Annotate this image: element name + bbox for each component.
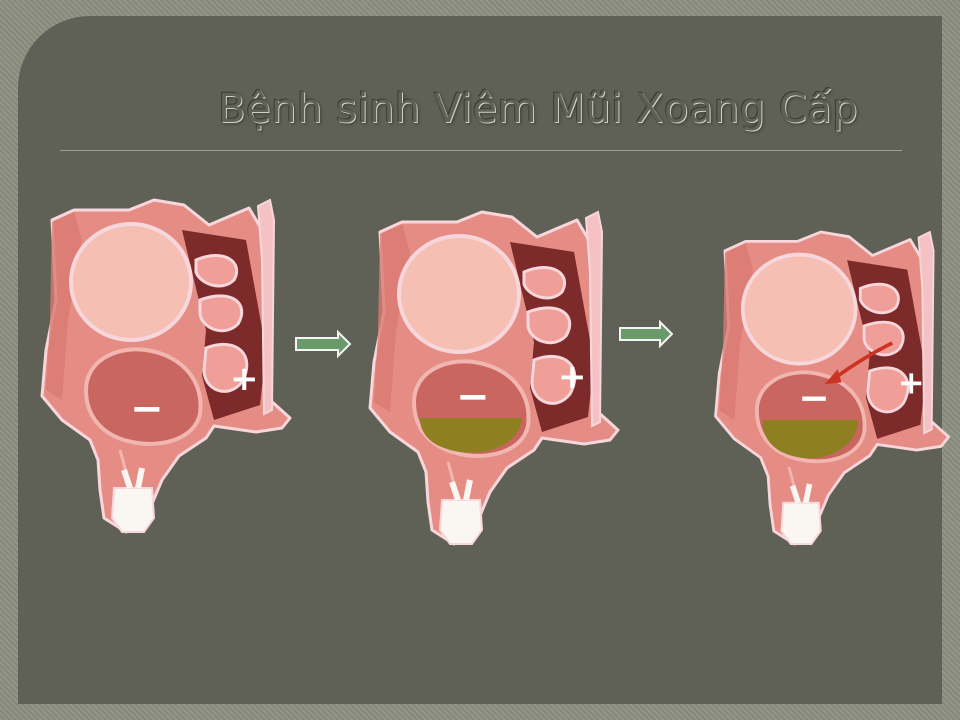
positive-pressure-sign: +	[558, 357, 587, 397]
transition-arrow-1	[295, 329, 352, 359]
sinus-fluid-level	[420, 418, 522, 453]
drainage-arrow-head	[824, 369, 842, 385]
positive-pressure-sign: +	[230, 359, 259, 399]
positive-pressure-sign: +	[898, 364, 925, 402]
transition-arrow-2	[619, 319, 674, 349]
sinus-cutaway-drainage: + −	[716, 232, 949, 544]
sinus-cutaway-fluid: + −	[370, 212, 618, 544]
slide-title: Bệnh sinh Viêm Mũi Xoang Cấp	[218, 86, 859, 132]
negative-pressure-sign: −	[456, 374, 490, 420]
sinus-fluid-level	[762, 420, 859, 459]
negative-pressure-sign: −	[130, 386, 164, 432]
negative-pressure-sign: −	[798, 376, 830, 420]
drainage-arrow	[832, 341, 894, 381]
title-divider	[60, 150, 902, 151]
sinus-cutaway-normal: + −	[42, 200, 290, 532]
